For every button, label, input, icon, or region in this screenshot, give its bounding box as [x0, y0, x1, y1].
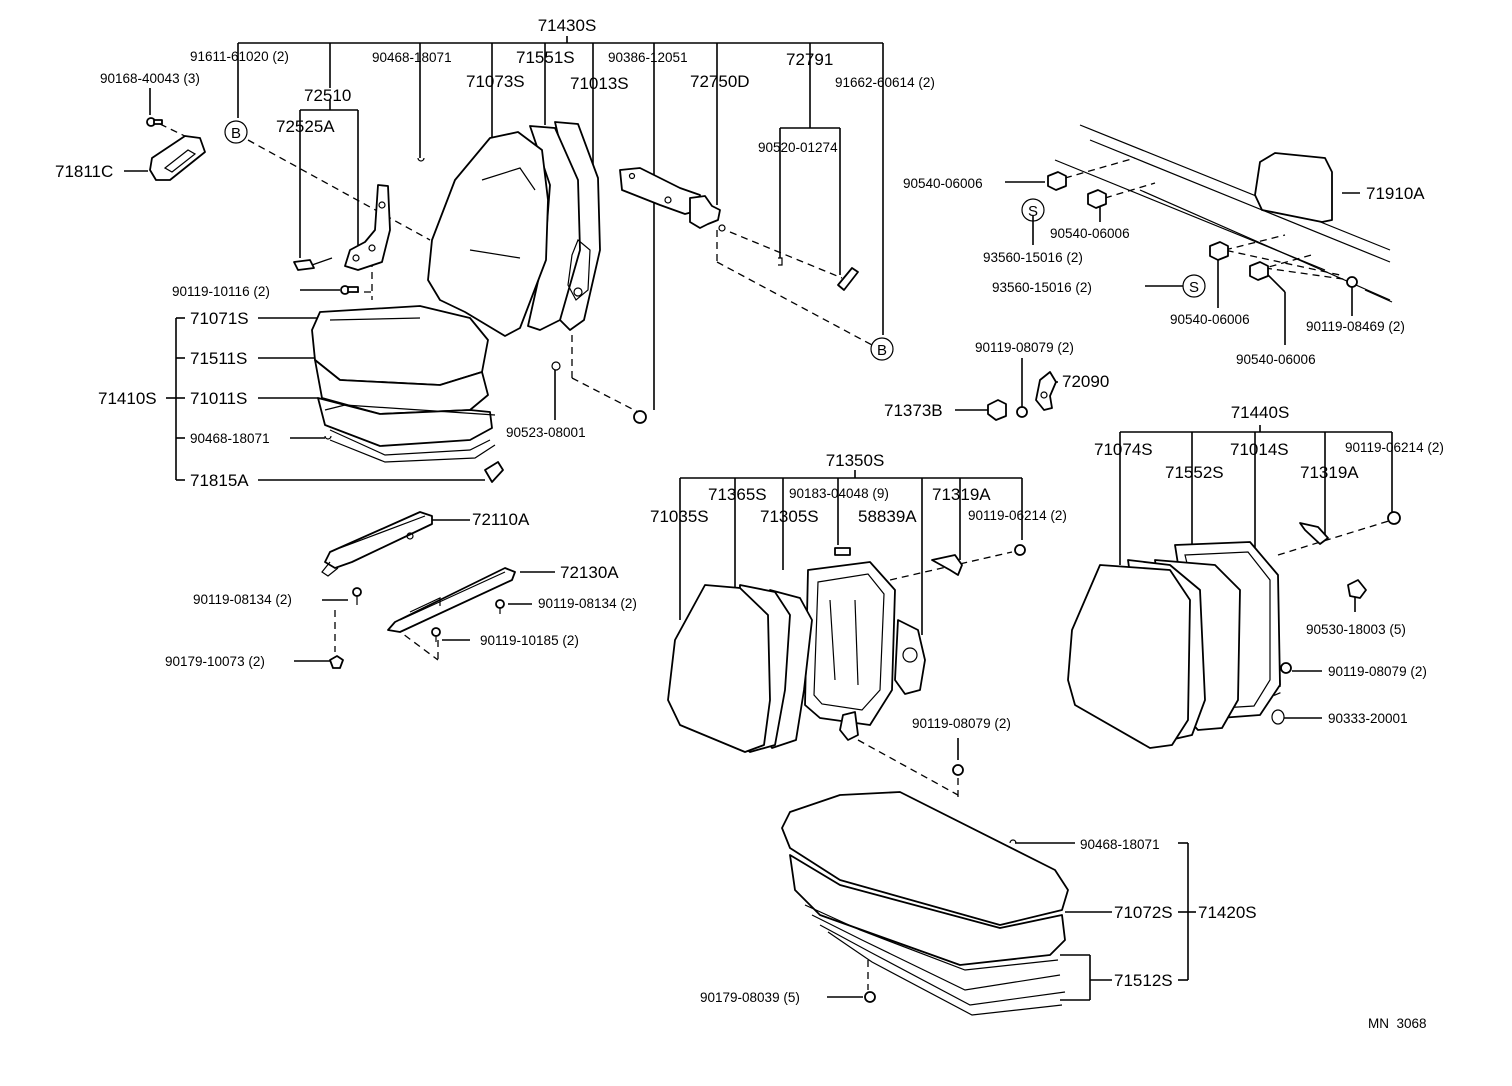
label-72791: 72791 [786, 50, 833, 69]
label-90119-06214-a: 90119-06214 (2) [968, 508, 1067, 523]
label-71013S: 71013S [570, 74, 629, 93]
label-90119-10116: 90119-10116 (2) [172, 284, 270, 299]
label-58839A: 58839A [858, 507, 917, 526]
label-71815A: 71815A [190, 471, 249, 490]
label-90523-08001: 90523-08001 [506, 425, 586, 440]
label-71305S: 71305S [760, 507, 819, 526]
label-93560-15016-a: 93560-15016 (2) [983, 250, 1083, 265]
headrest-assembly [1047, 124, 1393, 303]
label-72110A: 72110A [472, 510, 530, 529]
label-90119-08134-a: 90119-08134 (2) [193, 592, 292, 607]
label-71551S: 71551S [516, 48, 575, 67]
rear-seat-back-left [667, 544, 1026, 776]
leader-lines [124, 36, 1393, 1001]
label-71512S: 71512S [1114, 971, 1173, 990]
diagram-code: MN 3068 [1368, 1016, 1427, 1031]
label-90540-06006-c: 90540-06006 [1170, 312, 1250, 327]
label-91662-60614: 91662-60614 (2) [835, 75, 935, 90]
rear-seat-back-right [1067, 511, 1401, 749]
label-91611-61020: 91611-61020 (2) [190, 49, 289, 64]
label-90333-20001: 90333-20001 [1328, 711, 1408, 726]
label-71511S: 71511S [190, 349, 247, 368]
marker-s-bottom: S [1189, 279, 1199, 296]
label-90468-18071-c: 90468-18071 [1080, 837, 1160, 852]
label-90530-18003: 90530-18003 (5) [1306, 622, 1406, 637]
label-71811C: 71811C [55, 162, 113, 181]
label-71072S: 71072S [1114, 903, 1173, 922]
label-71073S: 71073S [466, 72, 525, 91]
label-90179-08039: 90179-08039 (5) [700, 990, 800, 1005]
label-90119-08134-b: 90119-08134 (2) [538, 596, 637, 611]
label-71350S: 71350S [826, 451, 885, 470]
label-71910A: 71910A [1366, 184, 1425, 203]
label-71430S: 71430S [538, 16, 597, 35]
seat-tracks [321, 511, 516, 669]
label-72750D: 72750D [690, 72, 750, 91]
marker-b-top: B [231, 125, 241, 142]
label-90520-01274: 90520-01274 [758, 140, 838, 155]
label-90119-10185: 90119-10185 (2) [480, 633, 579, 648]
label-71074S: 71074S [1094, 440, 1153, 459]
label-71410S: 71410S [98, 389, 157, 408]
label-71071S: 71071S [190, 309, 249, 328]
label-90119-08079-b: 90119-08079 (2) [912, 716, 1011, 731]
label-90179-10073: 90179-10073 (2) [165, 654, 265, 669]
label-90119-08079-c: 90119-08079 (2) [1328, 664, 1427, 679]
label-71011S: 71011S [190, 389, 247, 408]
label-90119-08079-a: 90119-08079 (2) [975, 340, 1074, 355]
label-93560-15016-b: 93560-15016 (2) [992, 280, 1092, 295]
label-71552S: 71552S [1165, 463, 1224, 482]
label-72510: 72510 [304, 86, 351, 105]
marker-s-top: S [1028, 203, 1038, 220]
label-90468-18071-a: 90468-18071 [372, 50, 452, 65]
reference-markers: B B S S [224, 120, 1206, 361]
front-seat-assembly [146, 117, 859, 483]
label-71319A-a: 71319A [932, 485, 991, 504]
label-71365S: 71365S [708, 485, 767, 504]
marker-b-right: B [877, 342, 887, 359]
label-90540-06006-b: 90540-06006 [1050, 226, 1130, 241]
label-72090: 72090 [1062, 372, 1109, 391]
label-90386-12051: 90386-12051 [608, 50, 688, 65]
label-71319A-b: 71319A [1300, 463, 1359, 482]
label-90183-04048: 90183-04048 (9) [789, 486, 889, 501]
rear-seat-cushion [781, 791, 1069, 1016]
label-71373B: 71373B [884, 401, 943, 420]
label-90168-40043: 90168-40043 (3) [100, 71, 200, 86]
label-72130A: 72130A [560, 563, 619, 582]
label-71035S: 71035S [650, 507, 709, 526]
part-number-labels: 71430S 91611-61020 (2) 90468-18071 71551… [55, 16, 1444, 1031]
label-90540-06006-d: 90540-06006 [1236, 352, 1316, 367]
label-90540-06006-a: 90540-06006 [903, 176, 983, 191]
label-71440S: 71440S [1231, 403, 1290, 422]
label-71014S: 71014S [1230, 440, 1289, 459]
clips [987, 371, 1057, 421]
label-72525A: 72525A [276, 117, 335, 136]
label-90119-06214-b: 90119-06214 (2) [1345, 440, 1444, 455]
label-90119-08469: 90119-08469 (2) [1306, 319, 1405, 334]
label-90468-18071-b: 90468-18071 [190, 431, 270, 446]
label-71420S: 71420S [1198, 903, 1257, 922]
